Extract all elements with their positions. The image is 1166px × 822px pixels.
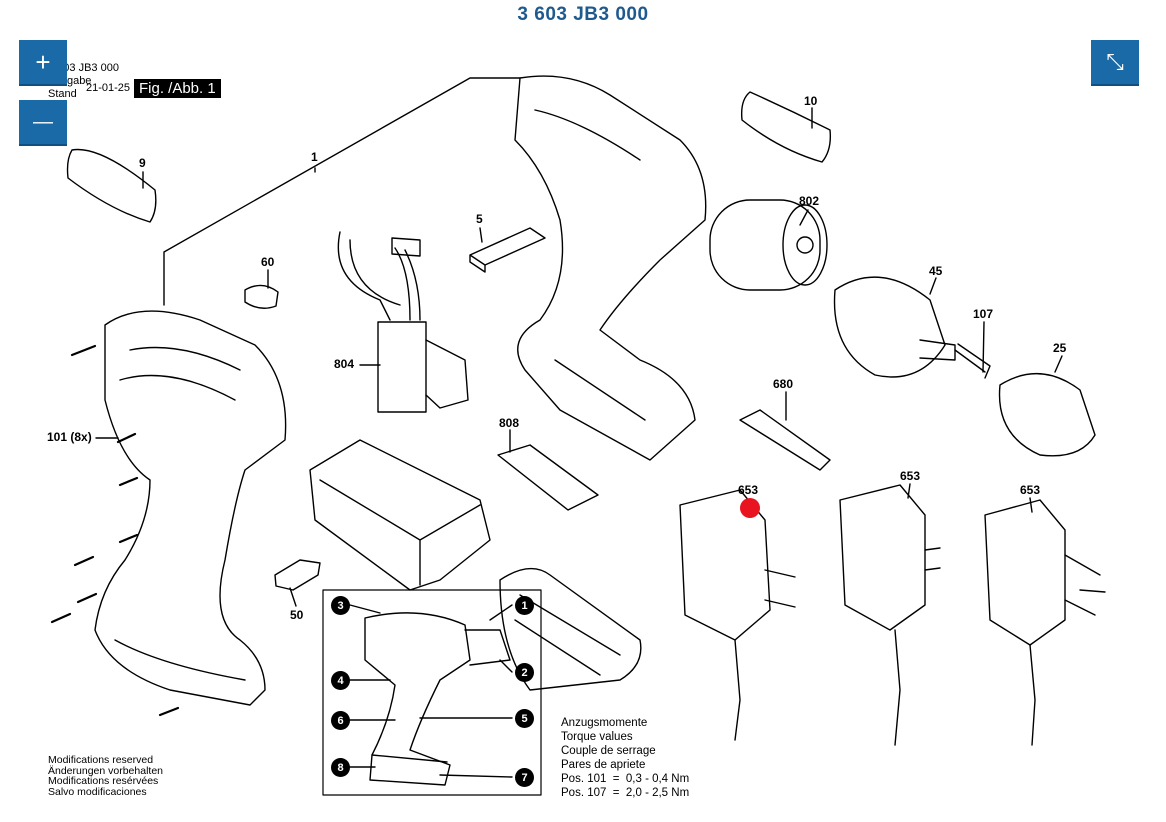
collapse-arrows-icon: ⤡ bbox=[1106, 49, 1124, 74]
header-date: 21-01-25 bbox=[86, 82, 131, 94]
label-part-9[interactable]: 9 bbox=[139, 156, 146, 170]
motor-802-shape bbox=[709, 199, 821, 291]
note-en: Modifications reserved bbox=[48, 754, 154, 766]
housing-right-shape bbox=[514, 75, 707, 461]
part-5-shape bbox=[469, 227, 546, 273]
figure-label: Fig. /Abb. 1 bbox=[134, 79, 221, 98]
label-part-60[interactable]: 60 bbox=[261, 255, 275, 269]
label-part-653-uk[interactable]: 653 bbox=[1020, 483, 1041, 497]
zoom-out-button[interactable]: — bbox=[19, 100, 67, 146]
plus-icon: + bbox=[35, 46, 51, 77]
label-part-653-euro[interactable]: 653 bbox=[738, 483, 759, 497]
label-part-808[interactable]: 808 bbox=[499, 416, 520, 430]
gearbox-45-shape bbox=[833, 276, 946, 378]
zoom-in-button[interactable]: + bbox=[19, 40, 67, 86]
torque-title-en: Torque values bbox=[561, 731, 633, 743]
part-50-shape bbox=[274, 559, 321, 591]
label-part-101[interactable]: 101 (8x) bbox=[47, 430, 92, 444]
charger-uk-shape bbox=[984, 499, 1066, 646]
callout-8: 8 bbox=[331, 758, 350, 777]
cover-10-shape bbox=[740, 91, 832, 163]
inset-box bbox=[322, 589, 542, 796]
screw-107-shape bbox=[954, 343, 991, 379]
note-de: Änderungen vorbehalten bbox=[48, 764, 164, 777]
modification-notes: Modifications reserved Änderungen vorbeh… bbox=[48, 755, 163, 797]
label-part-5[interactable]: 5 bbox=[476, 212, 483, 226]
torque-title-de: Anzugsmomente bbox=[561, 717, 648, 729]
housing-left-shape bbox=[94, 310, 287, 706]
part-60-shape bbox=[244, 284, 279, 309]
label-part-680[interactable]: 680 bbox=[773, 377, 794, 391]
label-part-50[interactable]: 50 bbox=[290, 608, 304, 622]
wire-harness bbox=[337, 231, 421, 321]
fit-view-button[interactable]: ⤡ bbox=[1091, 40, 1139, 86]
label-part-802[interactable]: 802 bbox=[799, 194, 820, 208]
torque-title-es: Pares de apriete bbox=[561, 759, 646, 771]
label-part-107[interactable]: 107 bbox=[973, 307, 994, 321]
charger-us-shape bbox=[839, 484, 926, 631]
callout-2: 2 bbox=[515, 663, 534, 682]
callout-5: 5 bbox=[515, 709, 534, 728]
screws-101 bbox=[50, 344, 180, 717]
note-es: Salvo modificaciones bbox=[48, 785, 147, 798]
switch-804-shape bbox=[377, 321, 427, 413]
label-part-45[interactable]: 45 bbox=[929, 264, 943, 278]
callout-3: 3 bbox=[331, 596, 350, 615]
header-stand-label: Stand bbox=[48, 88, 77, 100]
torque-values: Anzugsmomente Torque values Couple de se… bbox=[561, 716, 689, 800]
charger-euro-shape bbox=[679, 489, 771, 641]
label-part-653-us[interactable]: 653 bbox=[900, 469, 921, 483]
torque-title-fr: Couple de serrage bbox=[561, 745, 656, 757]
assembly-bracket-line bbox=[163, 77, 521, 306]
callout-1: 1 bbox=[515, 596, 534, 615]
bit-680-shape bbox=[739, 409, 831, 471]
label-part-10[interactable]: 10 bbox=[804, 94, 818, 108]
hotspot-marker[interactable] bbox=[740, 498, 760, 518]
battery-pack-shape bbox=[309, 439, 491, 591]
torque-pos-107: Pos. 107 = 2,0 - 2,5 Nm bbox=[561, 787, 690, 799]
page-title: 3 603 JB3 000 bbox=[517, 4, 649, 25]
label-part-1[interactable]: 1 bbox=[311, 150, 318, 164]
torque-pos-101: Pos. 101 = 0,3 - 0,4 Nm bbox=[561, 773, 690, 785]
callout-7: 7 bbox=[515, 768, 534, 787]
minus-icon: — bbox=[33, 110, 53, 133]
chuck-25-shape bbox=[998, 373, 1096, 457]
cover-9-shape bbox=[66, 148, 157, 223]
callout-6: 6 bbox=[331, 711, 350, 730]
battery-cells-shape bbox=[499, 567, 642, 691]
label-part-25[interactable]: 25 bbox=[1053, 341, 1067, 355]
label-808-shape bbox=[497, 444, 599, 511]
inset-drill-shape bbox=[364, 612, 471, 786]
label-part-804[interactable]: 804 bbox=[334, 357, 355, 371]
callout-4: 4 bbox=[331, 671, 350, 690]
note-fr: Modifications resérvées bbox=[48, 775, 159, 787]
